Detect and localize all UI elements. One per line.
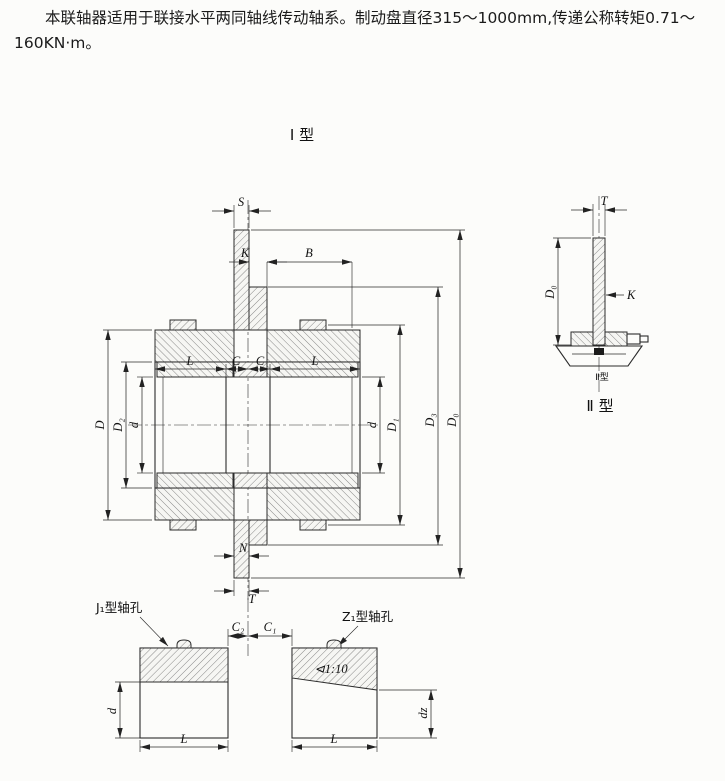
dim-label-D: D [93, 420, 107, 430]
dim-label-s: S [238, 195, 245, 209]
z1-bore-view: Z₁型轴孔 ⊲1:10 dz L [291, 609, 437, 752]
type1-view: I 型 [93, 126, 465, 606]
dim-label-n: N [238, 541, 248, 555]
dim-label-l-j1: L [180, 732, 188, 746]
dim-label-l-right: L [311, 354, 319, 368]
dim-N-T: N T [214, 541, 269, 606]
bore-views: C₂ C₁ J₁型轴孔 d L Z₁型轴孔 [95, 598, 437, 752]
dim-label-b: B [305, 246, 313, 260]
dim-LCCL: L C C L [155, 354, 360, 377]
dims-right: d D₁ D₃ D₀ [251, 229, 465, 579]
type2-caption: Ⅱ 型 [586, 397, 613, 415]
dim-label-D1: D₁ [385, 418, 399, 432]
z1-plug [326, 639, 342, 649]
dim-label-D0: D₀ [445, 413, 459, 427]
type2-dim-label-d0: D₀ [543, 285, 557, 299]
dim-S: S [212, 195, 271, 228]
dim-label-d-bore: d [105, 707, 119, 714]
dims-left: D D₂ d [93, 329, 153, 521]
dim-label-k: K [240, 246, 250, 260]
type2-small-label: Ⅱ型 [595, 372, 608, 383]
dim-label-D2: D₂ [111, 418, 125, 433]
dim-label-c2: C₂ [232, 620, 245, 634]
intro-text: 本联轴器适用于联接水平两同轴线传动轴系。制动盘直径315～1000mm,传递公称… [14, 9, 696, 52]
dim-label-c-left: C [232, 354, 241, 368]
z1-bore-label: Z₁型轴孔 [342, 609, 394, 624]
type2-dim-label-k: K [626, 288, 636, 302]
dim-label-D3: D₃ [423, 413, 437, 427]
j1-bore-label: J₁型轴孔 [95, 600, 143, 615]
j1-plug [176, 639, 192, 649]
dim-label-d-left: d [127, 421, 141, 428]
type2-nut [594, 348, 604, 355]
dim-label-dz: dz [416, 707, 430, 718]
brake-disc-section [233, 229, 268, 579]
type2-disc-section [592, 237, 606, 346]
dim-label-t: T [249, 592, 257, 606]
flange-section [154, 319, 361, 531]
dim-label-d-right: d [365, 421, 379, 428]
type2-view: T D₀ K Ⅱ型 Ⅱ 型 [543, 194, 649, 415]
j1-bore-view: J₁型轴孔 d L [95, 600, 229, 752]
type1-caption: I 型 [290, 126, 314, 144]
type2-dim-label-t: T [601, 194, 609, 208]
dim-label-l-z1: L [330, 732, 338, 746]
type2-bracket [554, 331, 649, 367]
dim-K-B: K B [229, 246, 353, 328]
dim-label-c1: C₁ [264, 620, 277, 634]
dim-label-l-left: L [186, 354, 194, 368]
dim-label-c-right: C [256, 354, 265, 368]
taper-label: ⊲1:10 [314, 662, 348, 676]
